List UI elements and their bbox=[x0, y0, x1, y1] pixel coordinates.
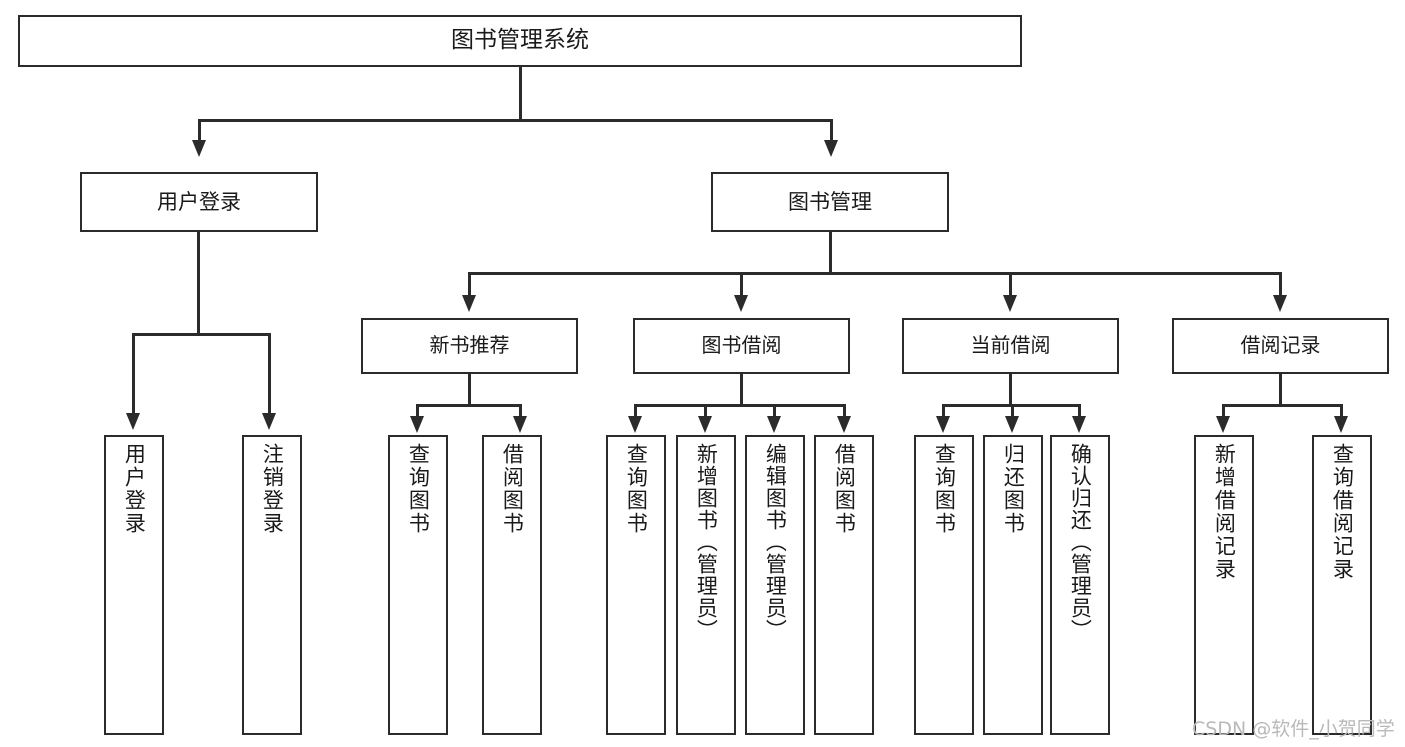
node-label: 新书推荐 bbox=[429, 333, 510, 358]
connector-borrow-stem bbox=[740, 374, 743, 404]
connector-newbook-to-leaf-2 bbox=[519, 404, 522, 418]
connector-borrow-to-leaf-2 bbox=[704, 404, 707, 418]
arrow-to-user-login bbox=[192, 140, 206, 157]
leaf-label: 查询借阅记录 bbox=[1330, 443, 1355, 581]
arrow-to-logout-leaf bbox=[262, 413, 276, 430]
connector-book-to-record bbox=[1279, 272, 1282, 297]
connector-book-bus bbox=[468, 272, 1281, 275]
connector-book-to-borrow bbox=[740, 272, 743, 297]
leaf-label: 新增借阅记录 bbox=[1212, 443, 1237, 581]
leaf-borrow-book[interactable]: 借阅图书 bbox=[814, 435, 874, 735]
connector-user-to-leaf-1 bbox=[132, 333, 135, 415]
node-label: 图书借阅 bbox=[701, 333, 782, 358]
arrow-to-query-borrow-record bbox=[1334, 416, 1348, 433]
arrow-to-borrow-book-b bbox=[837, 416, 851, 433]
connector-user-to-leaf-2 bbox=[268, 333, 271, 415]
connector-book-stem bbox=[829, 232, 832, 272]
leaf-add-borrow-record[interactable]: 新增借阅记录 bbox=[1194, 435, 1254, 735]
connector-user-bus bbox=[132, 333, 270, 336]
arrow-to-add-borrow-record bbox=[1216, 416, 1230, 433]
connector-record-stem bbox=[1279, 374, 1282, 404]
connector-borrow-bus bbox=[634, 404, 846, 407]
arrow-to-book-borrow bbox=[734, 295, 748, 312]
arrow-to-add-book bbox=[698, 416, 712, 433]
leaf-label: 查询图书 bbox=[624, 443, 649, 535]
leaf-query-book-recommend[interactable]: 查询图书 bbox=[388, 435, 448, 735]
connector-record-to-leaf-1 bbox=[1222, 404, 1225, 418]
leaf-confirm-return-admin[interactable]: 确认归还（管理员） bbox=[1050, 435, 1110, 735]
connector-record-bus bbox=[1222, 404, 1342, 407]
leaf-label: 查询图书 bbox=[406, 443, 431, 535]
arrow-to-borrow-record bbox=[1273, 295, 1287, 312]
leaf-query-book-current[interactable]: 查询图书 bbox=[914, 435, 974, 735]
leaf-label: 编辑图书（管理员） bbox=[763, 443, 788, 641]
leaf-label: 借阅图书 bbox=[832, 443, 857, 535]
node-label: 借阅记录 bbox=[1240, 333, 1321, 358]
arrow-to-query-book-a bbox=[410, 416, 424, 433]
arrow-to-current-borrow bbox=[1003, 295, 1017, 312]
arrow-to-edit-book bbox=[767, 416, 781, 433]
connector-book-to-newbook bbox=[468, 272, 471, 297]
connector-current-to-leaf-2 bbox=[1011, 404, 1014, 418]
node-book-borrow[interactable]: 图书借阅 bbox=[633, 318, 850, 374]
arrow-to-user-login-leaf bbox=[126, 413, 140, 430]
node-borrow-record[interactable]: 借阅记录 bbox=[1172, 318, 1389, 374]
leaf-return-book[interactable]: 归还图书 bbox=[983, 435, 1043, 735]
connector-record-to-leaf-2 bbox=[1340, 404, 1343, 418]
leaf-label: 用户登录 bbox=[122, 443, 147, 535]
leaf-label: 确认归还（管理员） bbox=[1068, 443, 1093, 641]
leaf-add-book-admin[interactable]: 新增图书（管理员） bbox=[676, 435, 736, 735]
connector-borrow-to-leaf-3 bbox=[773, 404, 776, 418]
node-user-login[interactable]: 用户登录 bbox=[80, 172, 318, 232]
arrow-to-new-book-recommend bbox=[462, 295, 476, 312]
connector-newbook-bus bbox=[416, 404, 521, 407]
node-new-book-recommend[interactable]: 新书推荐 bbox=[361, 318, 578, 374]
node-root-system[interactable]: 图书管理系统 bbox=[18, 15, 1022, 67]
leaf-user-login[interactable]: 用户登录 bbox=[104, 435, 164, 735]
leaf-borrow-book-recommend[interactable]: 借阅图书 bbox=[482, 435, 542, 735]
node-book-management[interactable]: 图书管理 bbox=[711, 172, 949, 232]
connector-root-bus bbox=[198, 119, 832, 122]
arrow-to-query-book-c bbox=[936, 416, 950, 433]
connector-root-to-book bbox=[830, 119, 833, 142]
connector-newbook-to-leaf-1 bbox=[416, 404, 419, 418]
csdn-watermark: CSDN @软件_小贺同学 bbox=[1192, 718, 1395, 740]
connector-book-to-current bbox=[1009, 272, 1012, 297]
arrow-to-query-book-b bbox=[628, 416, 642, 433]
arrow-to-return-book bbox=[1005, 416, 1019, 433]
connector-newbook-stem bbox=[468, 374, 471, 404]
arrow-to-book-manage bbox=[824, 140, 838, 157]
leaf-label: 归还图书 bbox=[1001, 443, 1026, 535]
node-label: 图书管理系统 bbox=[451, 27, 589, 54]
node-label: 图书管理 bbox=[788, 189, 872, 214]
leaf-label: 查询图书 bbox=[932, 443, 957, 535]
connector-current-stem bbox=[1009, 374, 1012, 404]
connector-borrow-to-leaf-4 bbox=[843, 404, 846, 418]
connector-root-stem bbox=[519, 67, 522, 119]
connector-current-to-leaf-3 bbox=[1078, 404, 1081, 418]
connector-root-to-user bbox=[198, 119, 201, 142]
leaf-edit-book-admin[interactable]: 编辑图书（管理员） bbox=[745, 435, 805, 735]
connector-borrow-to-leaf-1 bbox=[634, 404, 637, 418]
leaf-logout[interactable]: 注销登录 bbox=[242, 435, 302, 735]
leaf-label: 注销登录 bbox=[260, 443, 285, 535]
connector-current-to-leaf-1 bbox=[942, 404, 945, 418]
leaf-label: 借阅图书 bbox=[500, 443, 525, 535]
node-current-borrow[interactable]: 当前借阅 bbox=[902, 318, 1119, 374]
arrow-to-confirm-return bbox=[1072, 416, 1086, 433]
leaf-query-book-borrow[interactable]: 查询图书 bbox=[606, 435, 666, 735]
leaf-label: 新增图书（管理员） bbox=[694, 443, 719, 641]
node-label: 用户登录 bbox=[157, 189, 241, 214]
connector-user-stem bbox=[197, 232, 200, 333]
arrow-to-borrow-book-a bbox=[513, 416, 527, 433]
node-label: 当前借阅 bbox=[970, 333, 1051, 358]
leaf-query-borrow-record[interactable]: 查询借阅记录 bbox=[1312, 435, 1372, 735]
